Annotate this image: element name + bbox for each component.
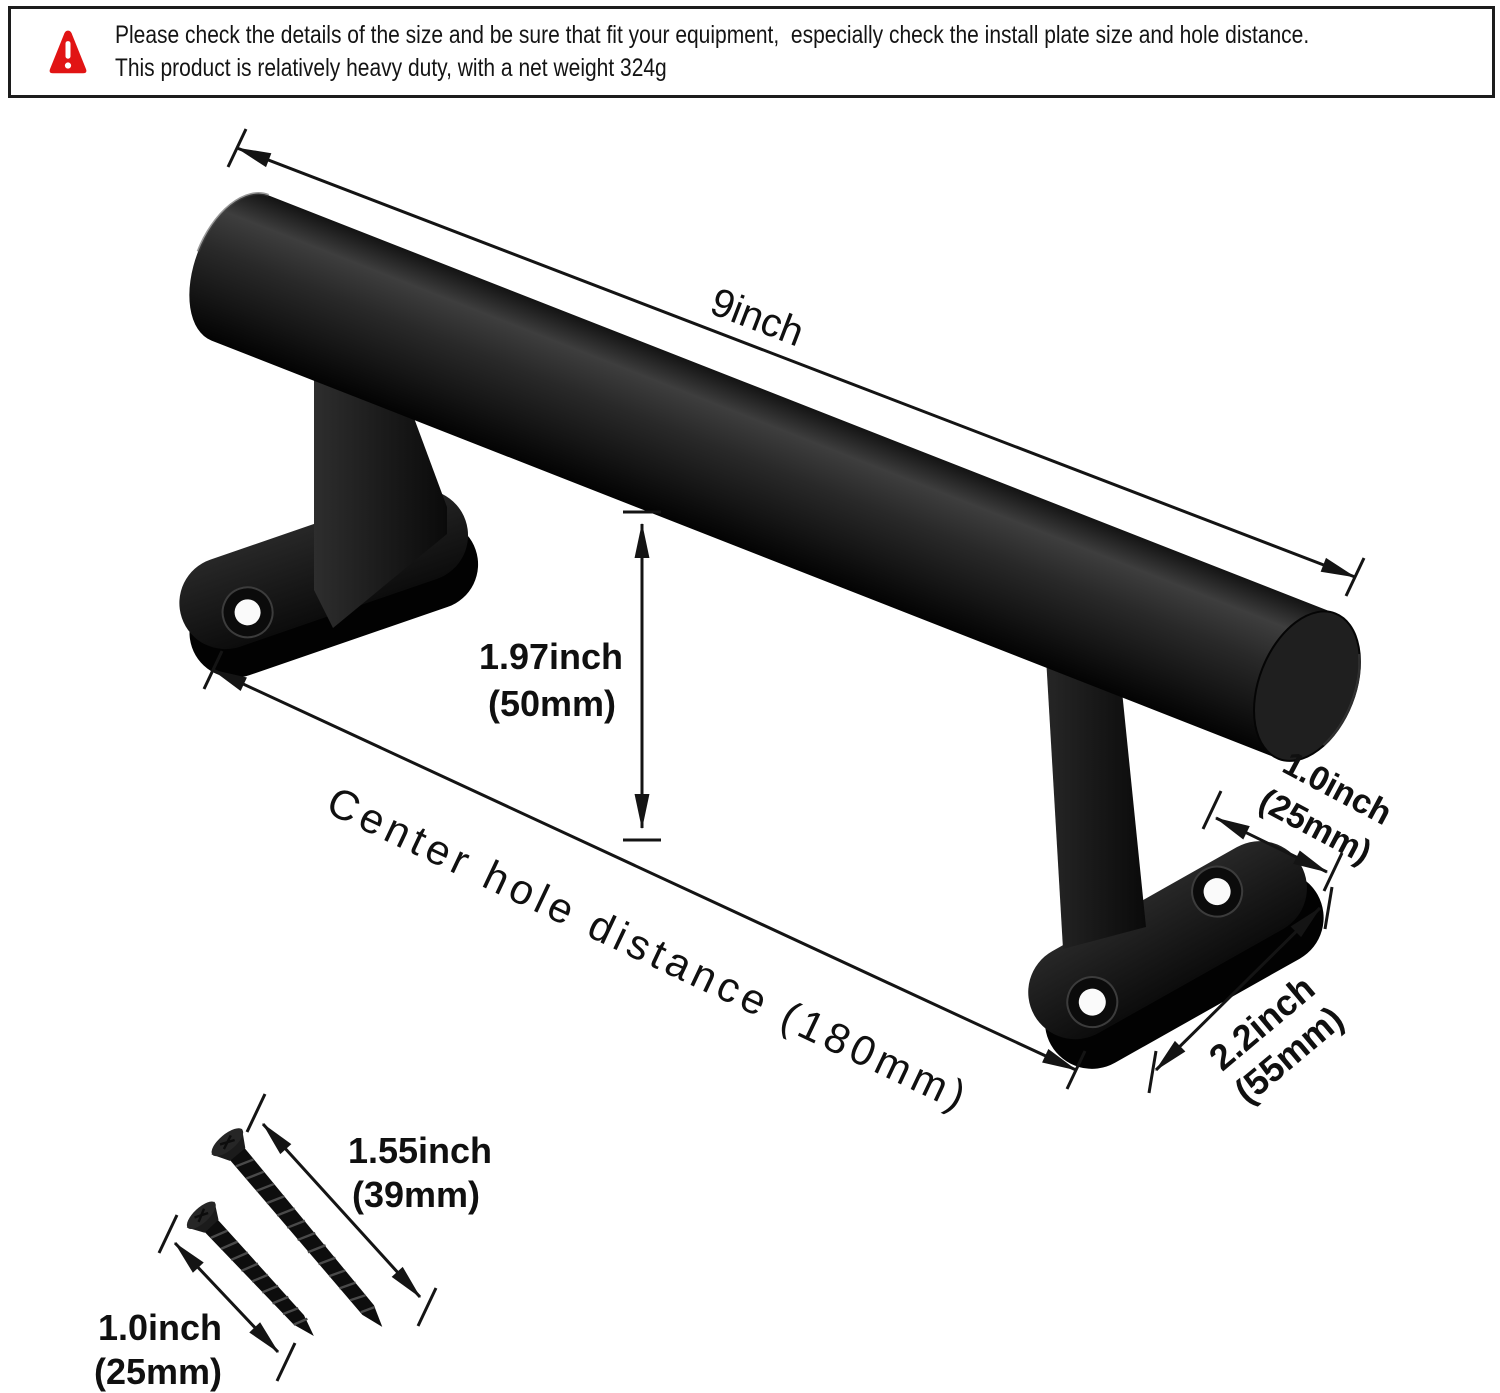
label-bracket-height-inch: 1.97inch (478, 636, 624, 677)
dim-plate-length-tick-end (1147, 1050, 1158, 1094)
warning-triangle-icon (49, 30, 87, 74)
dim-plate-width-line (1214, 816, 1329, 874)
warning-banner: Please check the details of the size and… (8, 6, 1495, 98)
dim-screw-short-line (173, 1241, 280, 1354)
warning-text-line1: Please check the details of the size and… (115, 21, 1310, 49)
label-screw-long-mm: (39mm) (351, 1174, 481, 1215)
dim-handle-length-tick-start (226, 128, 248, 168)
warning-text-line2: This product is relatively heavy duty, w… (115, 54, 667, 82)
warning-text: Please check the details of the size and… (115, 19, 1309, 85)
dim-plate-length-line (1154, 906, 1322, 1072)
right-plate-screw-hole-top (1203, 878, 1231, 906)
dim-handle-length-line (235, 146, 1357, 579)
dim-center-hole-tick-start (202, 650, 224, 690)
right-plate-screw-hole-bottom (1078, 988, 1106, 1016)
dim-screw-long-tick-end (416, 1287, 438, 1327)
dim-screw-short-tick-end (275, 1342, 297, 1382)
dim-screw-long-line (261, 1122, 422, 1299)
label-screw-long-inch: 1.55inch (347, 1130, 493, 1171)
dim-plate-length-tick-start (1323, 886, 1334, 930)
dim-screw-short-tick-start (157, 1214, 179, 1254)
dim-plate-width-tick-end (1322, 852, 1344, 892)
dim-plate-width-tick-start (1201, 790, 1223, 830)
dim-center-hole-tick-end (1065, 1050, 1087, 1090)
left-plate-screw-hole (234, 599, 261, 626)
dim-handle-length-tick-end (1344, 557, 1366, 597)
dim-center-hole-distance-line (211, 668, 1078, 1072)
label-bracket-height-mm: (50mm) (487, 683, 617, 724)
dim-screw-long-tick-start (245, 1093, 267, 1133)
label-screw-short-inch: 1.0inch (97, 1307, 223, 1348)
label-screw-short-mm: (25mm) (93, 1351, 223, 1392)
